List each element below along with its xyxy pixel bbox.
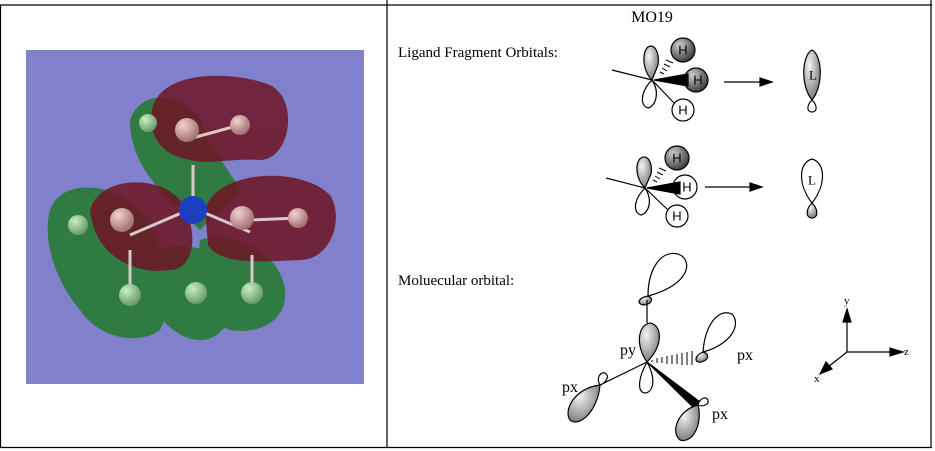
- svg-text:H: H: [672, 151, 681, 166]
- svg-text:H: H: [693, 73, 702, 88]
- svg-text:px: px: [737, 347, 753, 364]
- svg-text:px: px: [562, 379, 578, 396]
- molecular-orbital-label: Moluecular orbital:: [398, 273, 514, 289]
- svg-text:H: H: [672, 209, 681, 224]
- ligand-fragment-2-diagram: [605, 145, 824, 228]
- ligand-fragment-2-labels: H H H L: [672, 151, 816, 224]
- svg-text:py: py: [620, 342, 636, 359]
- svg-text:L: L: [808, 173, 816, 188]
- ligand-fragment-1-diagram: [611, 37, 821, 122]
- molecular-orbital-diagram: [567, 252, 737, 442]
- mo-title: MO19: [631, 9, 673, 26]
- axis-x-label: x: [814, 373, 820, 385]
- orbital-render-image: [26, 50, 364, 384]
- ligand-fragment-label: Ligand Fragment Orbitals:: [398, 45, 558, 61]
- axis-z-label: z: [904, 346, 909, 358]
- axis-labels: y z x: [814, 295, 909, 385]
- svg-text:px: px: [712, 406, 728, 423]
- molecular-orbital-labels: py px px px: [562, 342, 753, 423]
- svg-text:H: H: [678, 103, 687, 118]
- svg-text:H: H: [678, 43, 687, 58]
- svg-text:L: L: [809, 68, 817, 83]
- coordinate-axes: [818, 306, 906, 376]
- svg-text:H: H: [682, 180, 691, 195]
- ligand-fragment-1-labels: H H H L: [678, 43, 817, 118]
- axis-y-label: y: [844, 295, 850, 307]
